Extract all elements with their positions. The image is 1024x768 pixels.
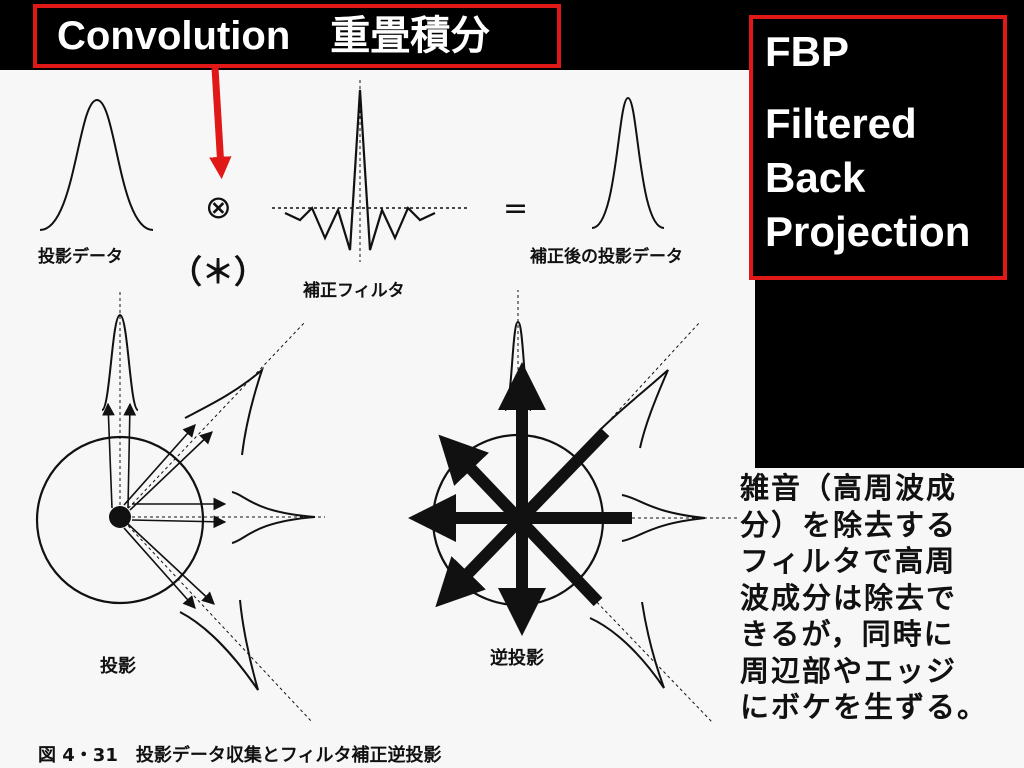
fbp-definition-box: FBP Filtered Back Projection [749, 15, 1007, 280]
backprojection-axis-downright [517, 519, 713, 723]
note-line: フィルタで高周 [740, 544, 957, 578]
projection-peak-right [231, 491, 316, 544]
projection-peak-upright [184, 366, 265, 456]
fbp-full-name: Filtered Back Projection [765, 97, 1003, 259]
corrected-data-label: 補正後の投影データ [529, 246, 683, 267]
corrected-data-curve [591, 96, 665, 229]
filter-kernel-curve [284, 89, 436, 251]
projection-ray-down-2 [127, 523, 215, 605]
projection-data-curve [39, 98, 154, 231]
projection-axis-downright [119, 516, 313, 723]
projection-ray-down-1 [123, 527, 196, 609]
note-line: にボケを生ずる。 [740, 690, 989, 724]
projection-ray-diag-1 [123, 424, 196, 506]
fbp-full-line: Filtered [765, 100, 917, 147]
note-line: きるが，同時に [740, 617, 955, 651]
note-line: 周辺部やエッジ [740, 653, 958, 688]
convolution-title: Convolution 重畳積分 [33, 4, 561, 68]
scanned-text-area [735, 468, 1024, 768]
projection-ray-up-2 [123, 402, 137, 509]
backprojection-label: 逆投影 [490, 647, 544, 669]
title-connector-arrow [209, 67, 232, 180]
projection-peak-up [101, 313, 139, 411]
backprojection-ray-diag-1 [435, 427, 610, 608]
convolution-alt-operator: （＊） [170, 253, 266, 291]
projection-ray-right-2 [131, 515, 227, 529]
note-line: 雑音（高周波成 [740, 471, 958, 505]
projection-data-label: 投影データ [38, 246, 123, 267]
convolution-operator: ⊗ [205, 188, 232, 226]
note-line: 波成分は除去で [740, 580, 958, 615]
fbp-abbreviation: FBP [765, 28, 849, 75]
backprojection-peak-upright [599, 369, 669, 449]
filter-label: 補正フィルタ [302, 280, 405, 301]
backprojection-peak-right [621, 494, 706, 542]
equals-sign: = [503, 191, 528, 226]
projection-axis-upright [119, 321, 306, 518]
projection-ray-diag-2 [129, 431, 213, 511]
note-line: 分）を除去する [740, 507, 958, 542]
fbp-full-line: Projection [765, 208, 971, 255]
projection-peak-downright [179, 599, 259, 691]
projection-ray-up-1 [102, 402, 115, 509]
fbp-full-line: Back [765, 154, 866, 201]
projection-label: 投影 [100, 655, 136, 677]
scanned-figure-area [0, 70, 755, 768]
figure-caption: 図 4・31 投影データ収集とフィルタ補正逆投影 [38, 744, 441, 766]
backprojection-peak-downright [589, 601, 665, 689]
filter-note-text: 雑音（高周波成 分）を除去する フィルタで高周 波成分は除去で きるが，同時に … [740, 470, 1024, 726]
